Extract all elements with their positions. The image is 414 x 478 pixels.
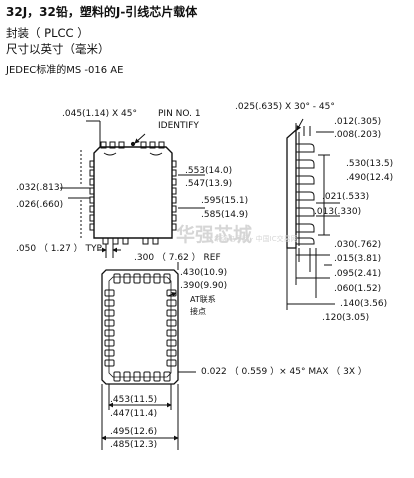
side-dim-6-max: .140(3.56)	[340, 299, 388, 309]
page-title: 32J，32铅，塑料的J-引线芯片载体	[6, 5, 198, 19]
side-dim-5-max: .095(2.41)	[334, 269, 382, 279]
side-dim-6-min: .120(3.05)	[322, 313, 370, 323]
lead-width-max: .032(.813)	[16, 183, 64, 193]
watermark-site: 华强电子网 · 中国IC交易网	[214, 235, 298, 243]
top-view-top-leads	[100, 141, 165, 149]
contact-note-1: AT联系	[190, 295, 216, 304]
side-chamfer-dim: .025(.635) X 30° - 45°	[235, 102, 335, 112]
top-chamfer-dim: .045(1.14) X 45°	[62, 109, 137, 119]
pin-spacing-ref: .300 （ 7.62 ） REF	[134, 253, 221, 263]
side-dim-3-max: .021(.533)	[322, 192, 370, 202]
top-view-outline	[93, 141, 173, 239]
top-view-bottom-leads	[102, 237, 159, 245]
side-dim-2-max: .530(13.5)	[346, 159, 394, 169]
bottom-view-bottom-contacts	[113, 371, 171, 382]
body-inner-dim-min: .547(13.9)	[185, 179, 233, 189]
side-view-leads	[296, 143, 315, 245]
side-dim-5-min: .060(1.52)	[334, 284, 382, 294]
watermark-brand: 华强芯城	[176, 224, 253, 246]
pin1-label: PIN NO. 1	[158, 109, 201, 119]
bottom-view-right-contacts	[166, 289, 177, 367]
jedec-standard: JEDEC标准的MS -016 AE	[6, 65, 124, 76]
contact-note-2: 接点	[190, 307, 206, 316]
bottom-view-left-contacts	[104, 289, 115, 367]
side-dim-4-min: .015(3.81)	[334, 254, 382, 264]
bottom-view-outline	[101, 269, 179, 385]
top-view-left-leads	[89, 160, 94, 231]
body-inner-dim-max: .553(14.0)	[185, 166, 233, 176]
contact-width-min: .390(9.90)	[180, 281, 228, 291]
lead-pitch-dim: .050 （ 1.27 ） TYP	[16, 244, 102, 254]
side-dim-1-min: .008(.203)	[334, 130, 382, 140]
package-type: 封装（ PLCC ）	[6, 26, 89, 40]
side-view-body	[286, 128, 300, 249]
units-note: 尺寸以英寸（毫米）	[6, 42, 110, 56]
side-dim-4-max: .030(.762)	[334, 240, 382, 250]
body-outer-dim-min: .585(14.9)	[201, 210, 249, 220]
bottom-view-top-contacts	[113, 273, 171, 284]
bottom-dim-a-max: .453(11.5)	[110, 395, 158, 405]
side-dim-1-max: .012(.305)	[334, 117, 382, 127]
lead-chamfer-note: 0.022 （ 0.559 ）× 45° MAX （ 3X ）	[201, 367, 367, 377]
contact-width-max: .430(10.9)	[180, 268, 228, 278]
bottom-dim-b-min: .485(12.3)	[110, 440, 158, 450]
body-outer-dim-max: .595(15.1)	[201, 196, 249, 206]
lead-width-min: .026(.660)	[16, 200, 64, 210]
top-view-right-leads	[172, 160, 177, 231]
bottom-dim-a-min: .447(11.4)	[110, 409, 158, 419]
side-dim-2-min: .490(12.4)	[346, 173, 394, 183]
pin1-identify-label: IDENTIFY	[158, 121, 199, 131]
side-dim-3-min: .013(.330)	[314, 207, 362, 217]
bottom-dim-b-max: .495(12.6)	[110, 427, 158, 437]
